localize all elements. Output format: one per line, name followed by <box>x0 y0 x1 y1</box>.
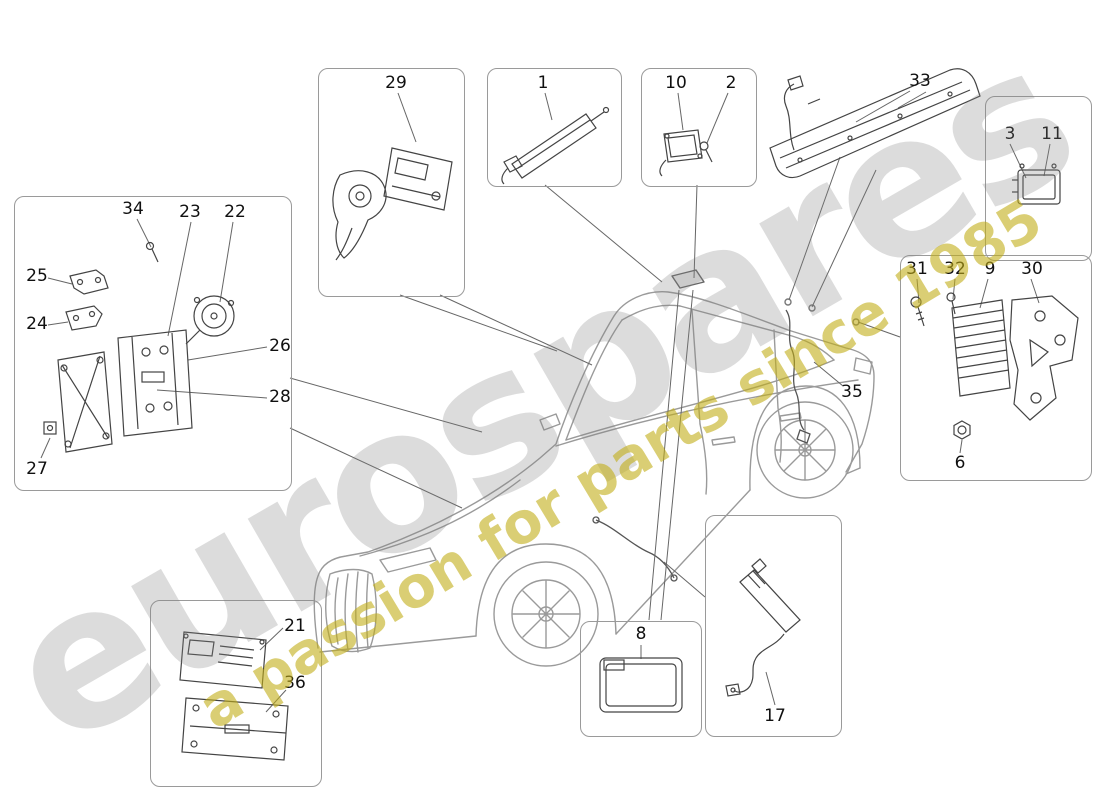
cable-35-drawing <box>785 309 811 444</box>
callout-35: 35 <box>841 382 863 402</box>
callout-3: 3 <box>1004 124 1016 144</box>
callout-31: 31 <box>906 259 928 279</box>
callout-34: 34 <box>122 199 144 219</box>
group-box-21-36 <box>150 600 322 787</box>
part-9-30-drawing <box>910 292 1079 440</box>
group-box-1 <box>487 68 622 187</box>
rocker-cable-drawing <box>592 516 678 582</box>
leader-lines <box>40 90 1051 713</box>
callout-10: 10 <box>665 73 687 93</box>
part-29-drawing <box>332 147 453 261</box>
callout-9: 9 <box>984 259 996 279</box>
callout-25: 25 <box>26 266 48 286</box>
callout-29: 29 <box>385 73 407 93</box>
callout-8: 8 <box>635 624 647 644</box>
group-box-29 <box>318 68 465 297</box>
callout-27: 27 <box>26 459 48 479</box>
group-box-10-2 <box>641 68 757 187</box>
callout-2: 2 <box>725 73 737 93</box>
callout-11: 11 <box>1041 124 1063 144</box>
callout-30: 30 <box>1021 259 1043 279</box>
callout-17: 17 <box>764 706 786 726</box>
group-box-8 <box>580 621 702 737</box>
callout-33: 33 <box>909 71 931 91</box>
part-3-11-drawing <box>1012 163 1061 205</box>
callout-23: 23 <box>179 202 201 222</box>
group-box-9-30 <box>900 255 1092 481</box>
callout-36: 36 <box>284 673 306 693</box>
callout-6: 6 <box>954 453 966 473</box>
callout-22: 22 <box>224 202 246 222</box>
part-bracket-group-drawing <box>43 241 235 453</box>
part-1-drawing <box>501 106 610 185</box>
part-21-36-drawing <box>179 631 289 761</box>
part-8-drawing <box>599 657 683 713</box>
callout-1: 1 <box>537 73 549 93</box>
callout-26: 26 <box>269 336 291 356</box>
group-box-brackets <box>14 196 292 491</box>
group-box-3-11 <box>985 96 1092 261</box>
callout-24: 24 <box>26 314 48 334</box>
car-drawing <box>313 269 875 667</box>
part-10-2-drawing <box>659 129 713 177</box>
trim-panel-33-drawing <box>769 68 981 179</box>
part-17-drawing <box>725 558 801 697</box>
group-box-17 <box>705 515 842 737</box>
callout-21: 21 <box>284 616 306 636</box>
callout-32: 32 <box>944 259 966 279</box>
callout-28: 28 <box>269 387 291 407</box>
